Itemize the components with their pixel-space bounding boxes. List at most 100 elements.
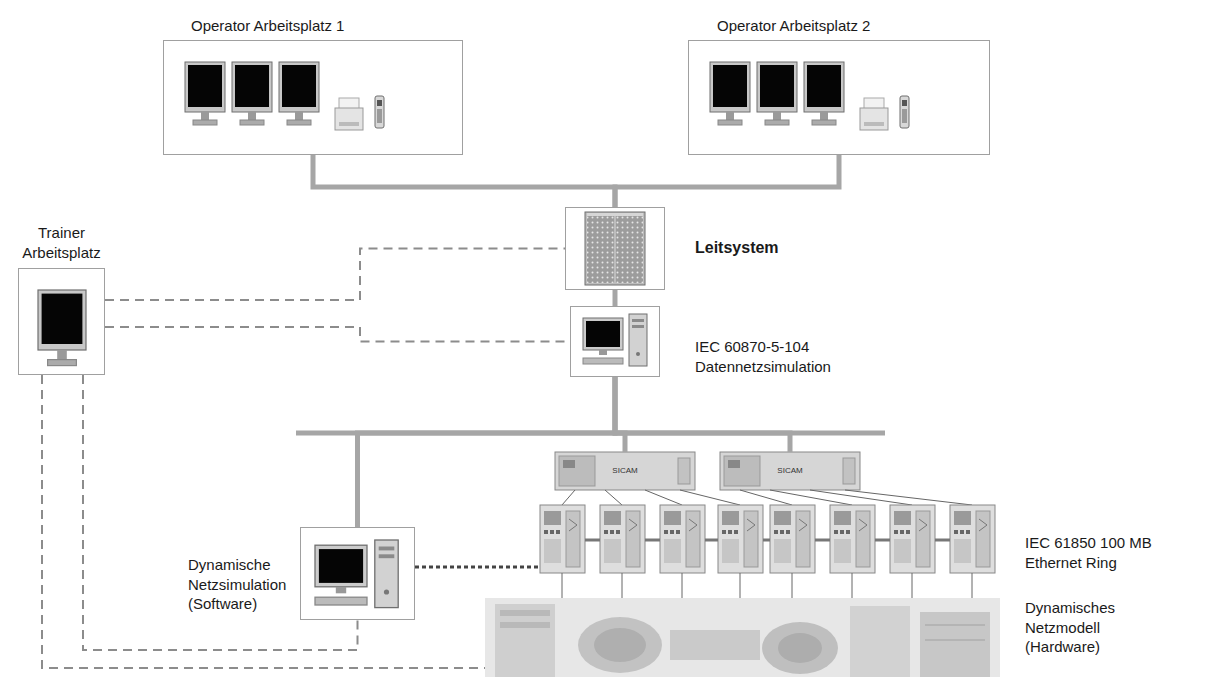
drawing-part xyxy=(925,640,985,641)
node-frame: SICAM xyxy=(720,452,860,490)
bus-connector xyxy=(615,377,790,452)
drawing-part xyxy=(559,456,595,486)
sicam-device: SICAM xyxy=(555,452,695,490)
operator-1-equipment xyxy=(185,62,384,130)
drawing-part xyxy=(925,625,985,626)
drawing-part xyxy=(645,490,682,505)
dashed-connector xyxy=(105,249,565,301)
operator-2-equipment xyxy=(710,62,909,130)
drawing-part xyxy=(890,505,935,573)
drawing-part xyxy=(315,540,398,608)
drawing-part xyxy=(830,505,875,573)
pc-box: IEC 60870-5-104 Datennetzsimulation xyxy=(570,306,895,377)
node-frame xyxy=(688,40,990,155)
drawing-part xyxy=(728,460,740,468)
label-box: IEC 61850 100 MB Ethernet Ring xyxy=(1025,533,1210,572)
node-frame xyxy=(485,598,1000,677)
drawing-part xyxy=(594,628,646,662)
node-frame xyxy=(300,527,415,620)
server-icon xyxy=(585,212,645,285)
drawing-part xyxy=(763,539,770,542)
trainer-box: Trainer Arbeitsplatz xyxy=(14,223,110,375)
drawing-part xyxy=(645,539,660,542)
sicam-device: SICAM xyxy=(720,452,860,490)
drawing-part xyxy=(710,62,750,125)
drawing-part xyxy=(770,490,852,505)
drawing-part xyxy=(972,573,973,598)
drawing-part xyxy=(185,62,225,125)
drawing-part xyxy=(375,96,384,128)
drawing-part xyxy=(555,452,695,490)
bus-connector xyxy=(615,155,839,207)
simulation-link xyxy=(415,566,539,569)
dashed-connector xyxy=(42,375,485,668)
node-label: Operator Arbeitsplatz 1 xyxy=(191,16,344,36)
node-label: Trainer Arbeitsplatz xyxy=(14,223,110,262)
pc-box: Dynamische Netzsimulation (Software) xyxy=(188,527,415,620)
drawing-part xyxy=(792,573,793,598)
node-frame xyxy=(18,268,105,375)
drawing-part xyxy=(622,573,623,598)
drawing-part xyxy=(912,573,913,598)
sicam-ied-wire xyxy=(562,490,972,505)
drawing-part xyxy=(875,539,890,542)
node-label: Dynamisches Netzmodell (Hardware) xyxy=(1025,598,1140,657)
workstation-box: Operator Arbeitsplatz 2 xyxy=(688,16,990,156)
drawing-part xyxy=(804,62,844,125)
node-frame xyxy=(565,207,665,290)
drawing-part xyxy=(843,458,855,484)
node-label: SICAM xyxy=(777,466,802,476)
node-frame xyxy=(570,306,660,377)
drawing-part xyxy=(778,633,822,663)
hardware-photo xyxy=(485,598,1000,677)
node-label: Leitsystem xyxy=(695,238,779,259)
workstation-box: Operator Arbeitsplatz 1 xyxy=(163,16,463,156)
drawing-part xyxy=(616,216,643,283)
drawing-part xyxy=(770,505,815,573)
ied-device xyxy=(540,505,995,573)
ied-model-wire xyxy=(562,573,972,598)
node-label: Operator Arbeitsplatz 2 xyxy=(717,16,870,36)
drawing-part xyxy=(485,598,1000,677)
drawing-part xyxy=(682,573,683,598)
drawing-part xyxy=(720,452,860,490)
dashed-connector xyxy=(105,327,570,342)
bus-connector xyxy=(613,290,618,306)
drawing-part xyxy=(920,612,990,677)
drawing-part xyxy=(540,505,585,573)
drawing-part xyxy=(860,98,888,130)
node-frame xyxy=(163,40,463,155)
drawing-part xyxy=(605,490,622,505)
drawing-part xyxy=(38,290,86,366)
drawing-part xyxy=(232,62,272,125)
drawing-part xyxy=(705,539,718,542)
drawing-part xyxy=(585,539,600,542)
bus-connector xyxy=(313,155,615,207)
drawing-part xyxy=(578,617,662,673)
drawing-part xyxy=(335,98,363,130)
drawing-part xyxy=(562,490,575,505)
drawing-part xyxy=(585,212,645,285)
network-label: IEC 61850 100 MB Ethernet Ring xyxy=(1025,533,1210,572)
drawing-part xyxy=(950,505,995,573)
dashed-connector xyxy=(83,375,358,650)
drawing-part xyxy=(762,622,838,674)
drawing-part xyxy=(587,216,614,283)
ethernet-ring xyxy=(585,539,950,542)
drawing-part xyxy=(495,604,555,677)
drawing-part xyxy=(563,460,575,468)
drawing-part xyxy=(900,96,909,128)
drawing-part xyxy=(757,62,797,125)
drawing-part xyxy=(587,213,643,216)
drawing-part xyxy=(852,573,853,598)
drawing-part xyxy=(660,505,705,573)
drawing-part xyxy=(279,62,319,125)
drawing-part xyxy=(562,573,563,598)
node-label: Dynamische Netzsimulation (Software) xyxy=(188,555,288,614)
drawing-part xyxy=(724,456,760,486)
drawing-part xyxy=(740,573,741,598)
node-label: SICAM xyxy=(612,466,637,476)
drawing-part xyxy=(718,505,763,573)
